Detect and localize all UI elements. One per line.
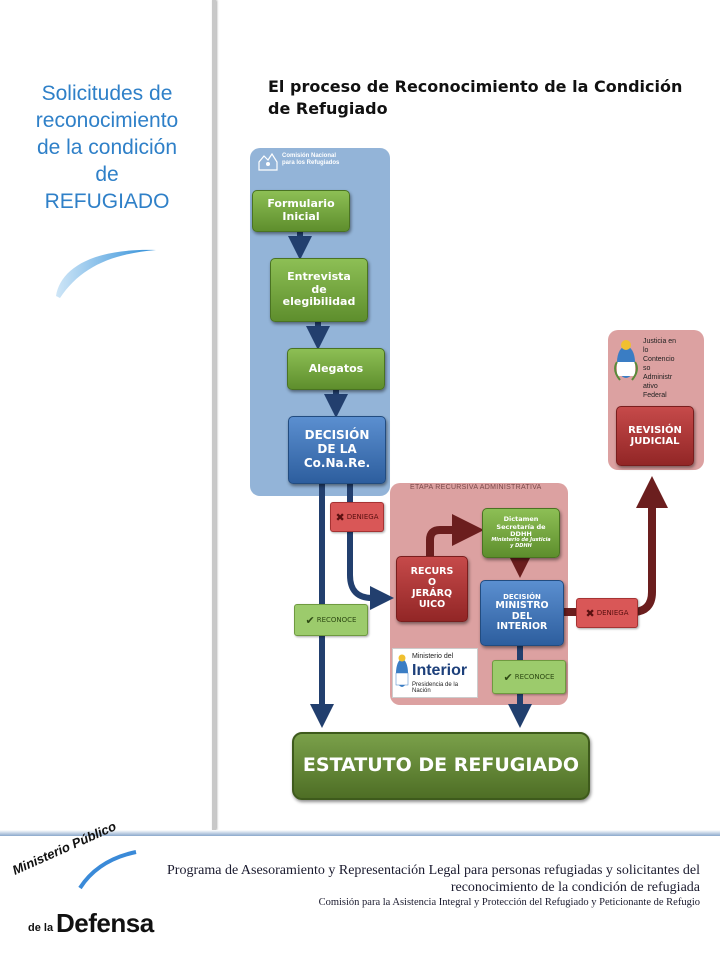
node-label: Secretaría de — [496, 522, 546, 531]
node-label: de — [311, 282, 327, 296]
tag-label: DENIEGA — [596, 609, 629, 617]
node-label: Entrevista — [287, 270, 351, 284]
justicia-line: ativo — [643, 383, 658, 390]
tag-label: RECONOCE — [316, 616, 357, 624]
tag-deniega-ministro: ✖DENIEGA — [576, 598, 638, 628]
justicia-line: Federal — [643, 392, 667, 399]
footer-program-text: Programa de Asesoramiento y Representaci… — [167, 863, 700, 895]
vertical-divider — [212, 0, 216, 830]
node-label: JERÁRQ — [411, 588, 453, 599]
footer-commission-text: Comisión para la Asistencia Integral y P… — [318, 897, 700, 908]
node-label: REVISIÓN — [628, 424, 682, 436]
node-label: DECISIÓN — [503, 592, 541, 601]
node-formulario-inicial: Formulario Inicial — [252, 190, 350, 232]
node-label: INTERIOR — [496, 621, 548, 633]
arrow-ministro-revision — [563, 476, 668, 616]
coat-of-arms-icon — [395, 654, 409, 687]
tag-label: RECONOCE — [514, 673, 555, 681]
node-recurso-jerarquico: RECURS O JERÁRQ UICO — [396, 556, 468, 622]
check-icon: ✔ — [503, 670, 513, 684]
sidebar-title-line: reconocimiento — [35, 109, 179, 132]
node-label: elegibilidad — [282, 295, 356, 309]
footer-text: Programa de Asesoramiento y Representaci… — [150, 862, 700, 910]
node-decision-ministro: DECISIÓN MINISTRO DEL INTERIOR — [480, 580, 564, 646]
node-label: UICO — [418, 598, 446, 610]
node-label: DEL — [511, 610, 533, 622]
logo-swoosh-icon — [78, 850, 137, 890]
tag-reconoce-conare: ✔RECONOCE — [294, 604, 368, 636]
node-label: RECURS — [410, 566, 454, 578]
justicia-line: Justicia en — [643, 338, 677, 345]
node-label: O — [427, 577, 437, 589]
arrow-decision-recurso — [347, 482, 394, 610]
justicia-line: Administr — [643, 374, 673, 381]
sidebar-title-line: de la condición — [36, 136, 178, 159]
logo-line: de la — [28, 922, 54, 934]
sidebar-title-line: de — [95, 163, 119, 186]
x-mark-icon: ✖ — [585, 606, 595, 620]
node-label: y DDHH — [510, 543, 532, 550]
node-label: Ministerio de Justicia — [491, 537, 551, 544]
ministerio-logo-line: Interior — [412, 662, 468, 679]
node-label: Formulario — [267, 197, 335, 211]
sidebar-title-line: REFUGIADO — [44, 190, 170, 213]
swoosh-decoration — [56, 249, 156, 298]
tag-label: DENIEGA — [346, 513, 379, 521]
tag-reconoce-ministro: ✔RECONOCE — [492, 660, 566, 694]
flow-connectors — [288, 232, 668, 728]
conare-logo-line: Comisión Nacional — [282, 153, 337, 159]
node-label: MINISTRO — [495, 599, 549, 611]
node-label: JUDICIAL — [630, 436, 680, 447]
node-label: DE LA — [317, 442, 357, 457]
node-label: ESTATUTO DE REFUGIADO — [302, 754, 580, 777]
conare-logo-text: Comisión Nacional para los Refugiados — [282, 153, 339, 167]
node-decision-conare: DECISIÓN DE LA Co.Na.Re. — [288, 416, 386, 484]
conare-logo-line: para los Refugiados — [282, 160, 340, 166]
etapa-label: ETAPA RECURSIVA ADMINISTRATIVA — [410, 484, 542, 491]
node-alegatos: Alegatos — [287, 348, 385, 390]
conare-logo-icon — [258, 152, 278, 171]
x-mark-icon: ✖ — [335, 510, 345, 524]
argentina-coat-of-arms-icon — [614, 340, 638, 381]
node-entrevista-elegibilidad: Entrevista de elegibilidad — [270, 258, 368, 322]
ministerio-logo-line: Ministerio del — [412, 653, 454, 660]
tag-deniega-conare: ✖DENIEGA — [330, 502, 384, 532]
justicia-line: so — [643, 365, 651, 372]
arrow-recurso-dictamen — [426, 514, 484, 556]
footer-divider — [0, 830, 720, 836]
ministerio-interior-logo: Ministerio del Interior Presidencia de l… — [392, 648, 478, 698]
node-estatuto-refugiado: ESTATUTO DE REFUGIADO — [292, 732, 590, 800]
node-label: Co.Na.Re. — [303, 455, 371, 470]
logo-line: Defensa — [56, 908, 154, 938]
ministerio-publico-logo: Ministerio Público de la Defensa — [8, 818, 154, 946]
node-revision-judicial: REVISIÓN JUDICIAL — [616, 406, 694, 466]
ministerio-logo-line: Presidencia de la Nación — [412, 682, 459, 694]
node-label: Alegatos — [308, 361, 364, 375]
check-icon: ✔ — [305, 613, 315, 627]
sidebar-title-line: Solicitudes de — [41, 82, 173, 105]
node-label: DDHH — [510, 529, 532, 538]
node-dictamen: Dictamen Secretaría de DDHH Ministerio d… — [482, 508, 560, 558]
node-label: Inicial — [282, 210, 320, 223]
node-label: DECISIÓN — [304, 428, 370, 443]
justicia-line: lo — [643, 347, 649, 354]
sidebar-title: Solicitudes de reconocimiento de la cond… — [10, 80, 204, 215]
node-label: Dictamen — [503, 515, 539, 524]
justicia-label: Justicia en lo Contencio so Administr at… — [643, 337, 691, 400]
justicia-line: Contencio — [643, 356, 675, 363]
page-title: El proceso de Reconocimiento de la Condi… — [268, 77, 683, 118]
